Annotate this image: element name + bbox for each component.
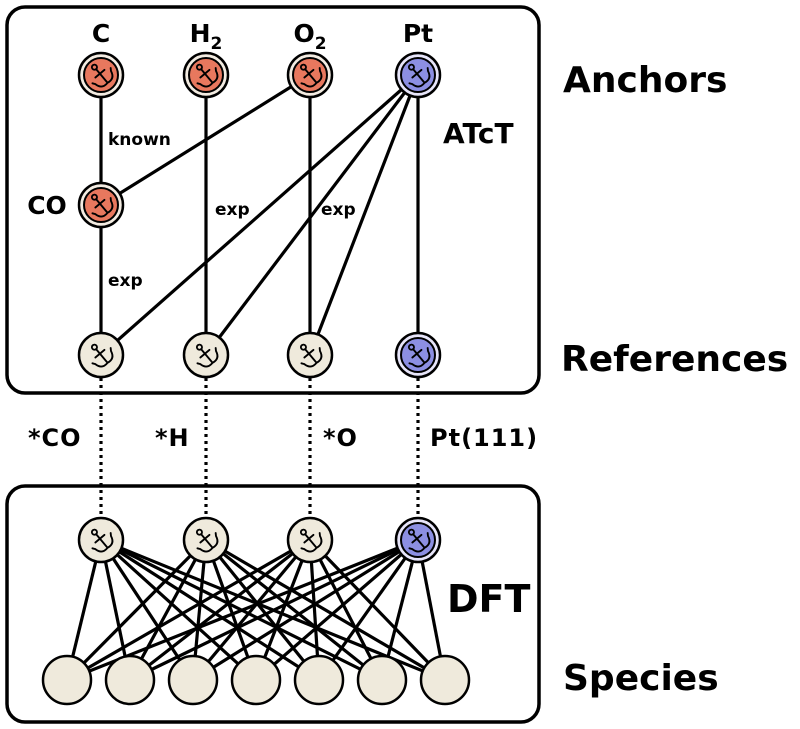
edge-pt-ref-o — [308, 74, 420, 356]
species-node — [41, 654, 93, 706]
anchors-label: Anchors — [563, 60, 727, 101]
reference-node-pt111 — [394, 331, 442, 379]
species-node — [167, 654, 219, 706]
edge-label-known: known — [108, 130, 171, 150]
species-node — [293, 654, 345, 706]
dft-edge — [99, 539, 195, 681]
co-node — [77, 181, 125, 229]
dft-reference-node-co — [77, 516, 125, 564]
reference-node-o — [286, 331, 334, 379]
reference-label-h: *H — [155, 424, 190, 452]
anchor-labels: C H2 O2 Pt — [92, 19, 433, 54]
edge-pt-ref-h — [204, 74, 420, 356]
dft-edge — [129, 538, 311, 682]
species-label: Species — [563, 658, 719, 699]
dft-edges — [65, 538, 447, 682]
species-node — [104, 654, 156, 706]
dft-edge — [128, 539, 208, 681]
co-label: CO — [27, 191, 67, 220]
nodes — [41, 51, 471, 706]
anchor-node-h2 — [182, 51, 230, 99]
anchor-node-pt — [394, 51, 442, 99]
anchor-label-h2: H2 — [190, 19, 223, 54]
reference-label-co: *CO — [28, 424, 82, 452]
anchor-node-c — [77, 51, 125, 99]
dft-reference-node-h — [182, 516, 230, 564]
dft-edge — [308, 539, 384, 681]
dft-edge — [99, 538, 258, 682]
reference-node-h — [182, 331, 230, 379]
species-node — [419, 654, 471, 706]
reference-label-o: *O — [323, 424, 358, 452]
species-node — [230, 654, 282, 706]
dft-edge — [308, 538, 447, 682]
dft-edge — [205, 538, 446, 682]
edge-pt-ref-co — [99, 73, 420, 357]
reference-node-co — [77, 331, 125, 379]
atct-edges — [99, 73, 420, 357]
edge-label-exp-co: exp — [108, 271, 143, 291]
anchor-node-o2 — [286, 51, 334, 99]
dft-edge — [65, 538, 208, 682]
anchor-label-c: C — [92, 19, 110, 48]
dft-reference-node-o — [286, 516, 334, 564]
edge-label-exp-h2: exp — [215, 200, 250, 220]
atct-label: ATcT — [443, 117, 514, 150]
anchor-label-pt: Pt — [403, 19, 433, 48]
dft-edge — [100, 538, 320, 682]
anchor-label-o2: O2 — [293, 19, 326, 54]
edge-label-exp-o2: exp — [321, 200, 356, 220]
reference-label-pt111: Pt(111) — [430, 424, 538, 452]
dft-label: DFT — [447, 577, 531, 621]
dft-edge — [66, 538, 311, 682]
dft-edge — [100, 538, 383, 682]
dft-reference-node-pt111 — [394, 516, 442, 564]
dft-edge — [191, 538, 312, 682]
references-label: References — [561, 339, 788, 380]
dft-edge — [204, 538, 321, 682]
dft-edge — [205, 538, 383, 682]
reference-connectors — [99, 378, 420, 516]
species-node — [356, 654, 408, 706]
